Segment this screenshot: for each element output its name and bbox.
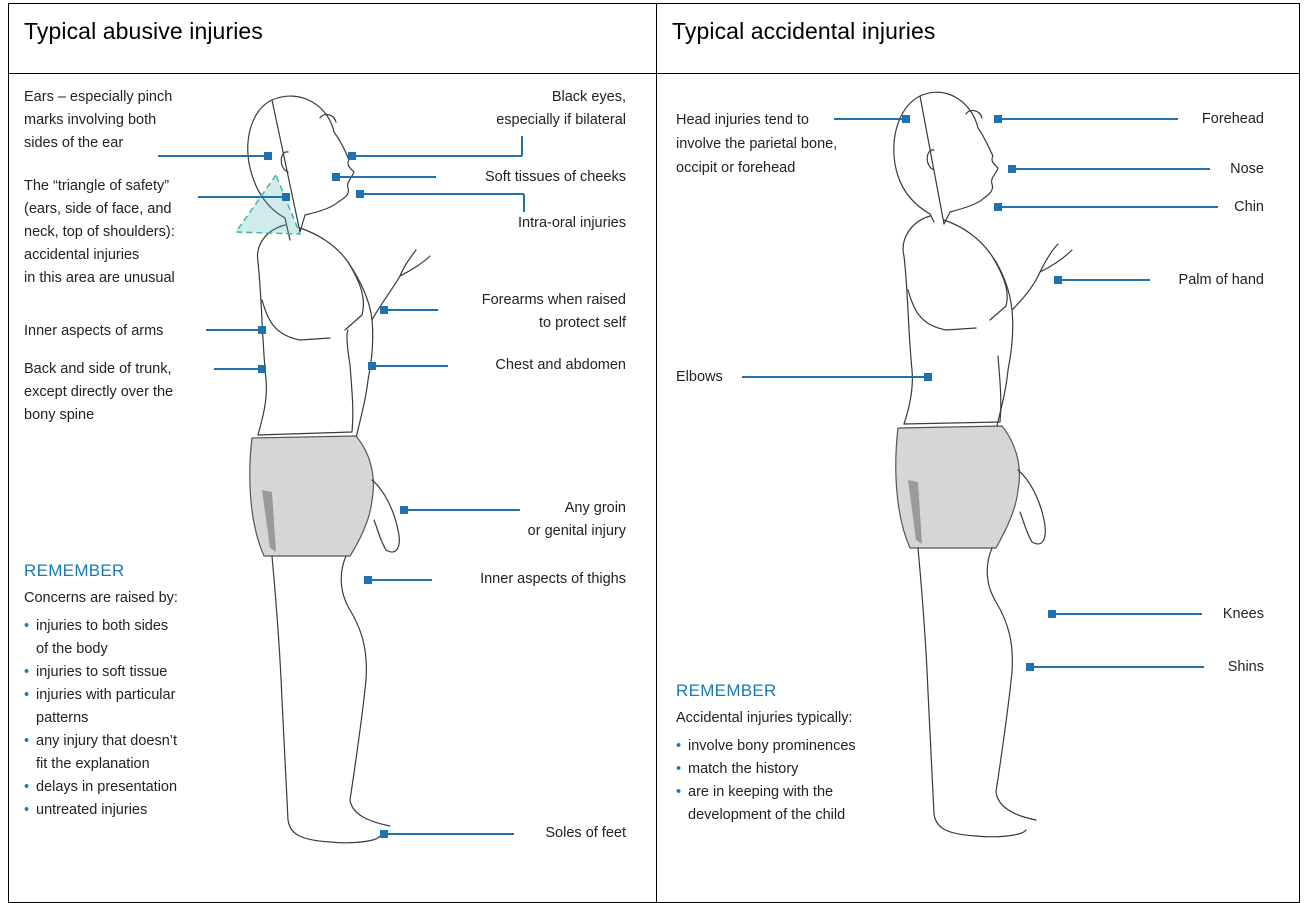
label-soles: Soles of feet <box>545 822 626 845</box>
label-knees: Knees <box>1223 603 1264 626</box>
label-forehead: Forehead <box>1202 108 1264 131</box>
triangle-of-safety-shape <box>236 175 300 234</box>
list-item: injuries to both sides of the body <box>24 615 254 661</box>
label-palm: Palm of hand <box>1179 269 1264 292</box>
list-item: injuries with particular patterns <box>24 684 254 730</box>
list-item: involve bony prominences <box>676 735 896 758</box>
accidental-remember-intro: Accidental injuries typically: <box>676 710 853 726</box>
accidental-child-figure <box>894 92 1072 837</box>
label-shins: Shins <box>1228 656 1264 679</box>
label-nose: Nose <box>1230 158 1264 181</box>
accidental-leader-lines <box>742 116 1218 670</box>
label-head-injuries: Head injuries tend to involve the pariet… <box>676 108 837 180</box>
label-black-eyes: Black eyes, especially if bilateral <box>496 86 626 132</box>
list-item: any injury that doesn’t fit the explanat… <box>24 730 254 776</box>
list-item: match the history <box>676 758 896 781</box>
label-triangle-of-safety: The “triangle of safety” (ears, side of … <box>24 175 175 290</box>
label-chin: Chin <box>1234 196 1264 219</box>
list-item: untreated injuries <box>24 799 254 822</box>
list-item: delays in presentation <box>24 776 254 799</box>
label-back-trunk: Back and side of trunk, except directly … <box>24 358 173 427</box>
list-item: are in keeping with the development of t… <box>676 781 896 827</box>
label-cheeks: Soft tissues of cheeks <box>485 166 626 189</box>
label-chest-abdomen: Chest and abdomen <box>495 354 626 377</box>
label-forearms: Forearms when raised to protect self <box>482 289 626 335</box>
label-intra-oral: Intra-oral injuries <box>518 212 626 235</box>
label-groin: Any groin or genital injury <box>528 497 626 543</box>
list-item: injuries to soft tissue <box>24 661 254 684</box>
accidental-remember-heading: REMEMBER <box>676 681 777 701</box>
abusive-remember-heading: REMEMBER <box>24 561 125 581</box>
abusive-remember-list: injuries to both sides of the body injur… <box>24 615 254 822</box>
label-elbows: Elbows <box>676 366 723 389</box>
label-inner-arms: Inner aspects of arms <box>24 320 163 343</box>
label-ears: Ears – especially pinch marks involving … <box>24 86 172 155</box>
accidental-remember-list: involve bony prominences match the histo… <box>676 735 896 827</box>
label-inner-thighs: Inner aspects of thighs <box>480 568 626 591</box>
abusive-remember-intro: Concerns are raised by: <box>24 590 178 606</box>
